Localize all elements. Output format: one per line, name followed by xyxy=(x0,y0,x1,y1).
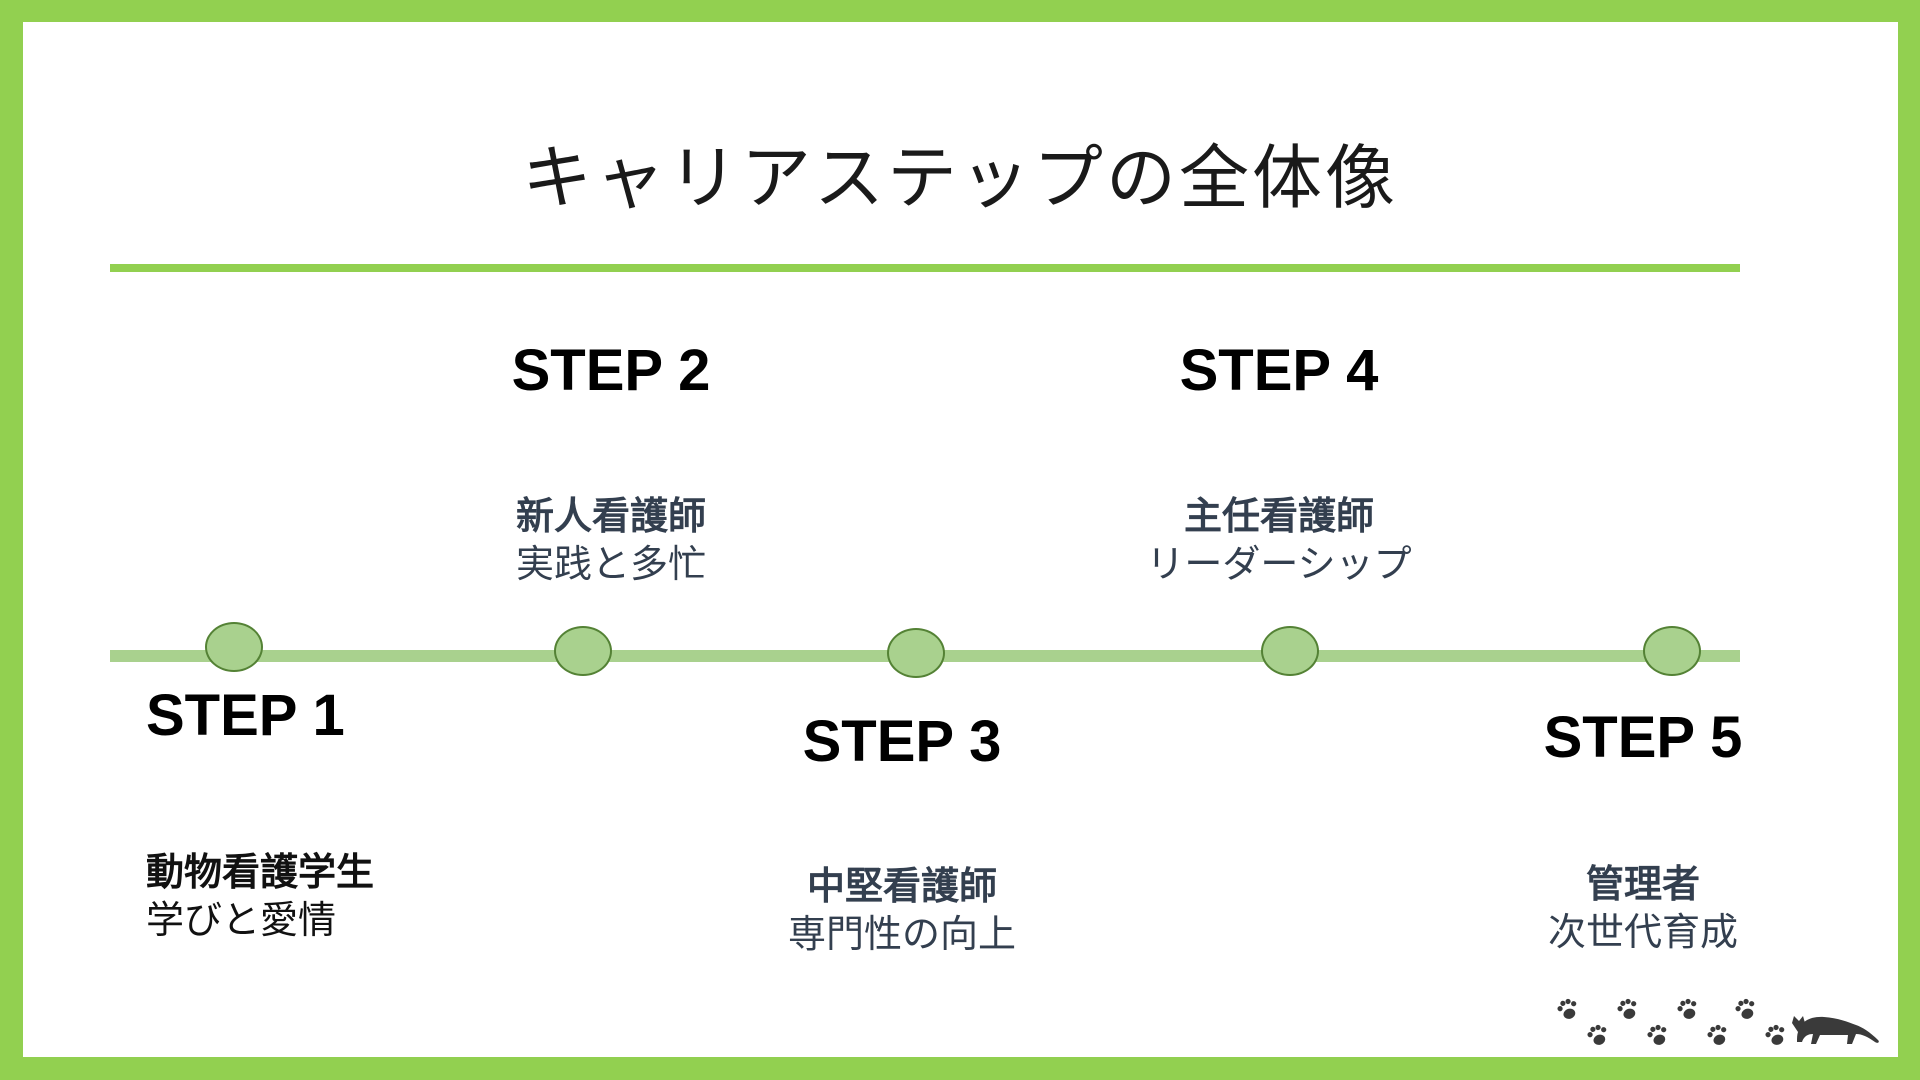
timeline-node-1 xyxy=(205,622,263,672)
step-4-label: STEP 4 xyxy=(1179,338,1379,403)
timeline-node-2 xyxy=(554,626,612,676)
slide-background xyxy=(23,22,1898,1057)
step-2-role: 新人看護師 xyxy=(515,494,706,538)
timeline-node-5 xyxy=(1643,626,1701,676)
timeline-node-3 xyxy=(887,628,945,678)
title-underline xyxy=(110,264,1740,272)
step-1-desc: 学びと愛情 xyxy=(146,898,337,942)
step-3-role: 中堅看護師 xyxy=(806,864,997,908)
page-title: キャリアステップの全体像 xyxy=(522,137,1398,219)
paw-print-icon xyxy=(1555,996,1789,1048)
step-4-desc: リーダーシップ xyxy=(1146,542,1412,586)
cat-icon xyxy=(1792,1016,1879,1044)
step-5-label: STEP 5 xyxy=(1543,705,1743,770)
step-5-role: 管理者 xyxy=(1585,862,1700,906)
step-2-desc: 実践と多忙 xyxy=(515,542,706,586)
step-5-desc: 次世代育成 xyxy=(1547,910,1738,954)
timeline-node-4 xyxy=(1261,626,1319,676)
step-4-role: 主任看護師 xyxy=(1183,494,1374,538)
step-1-label: STEP 1 xyxy=(146,683,345,748)
step-2-label: STEP 2 xyxy=(511,338,711,403)
step-1-role: 動物看護学生 xyxy=(146,850,375,894)
paw-trail-decoration xyxy=(1555,996,1879,1048)
step-3-label: STEP 3 xyxy=(802,709,1002,774)
step-3-desc: 専門性の向上 xyxy=(787,912,1016,956)
